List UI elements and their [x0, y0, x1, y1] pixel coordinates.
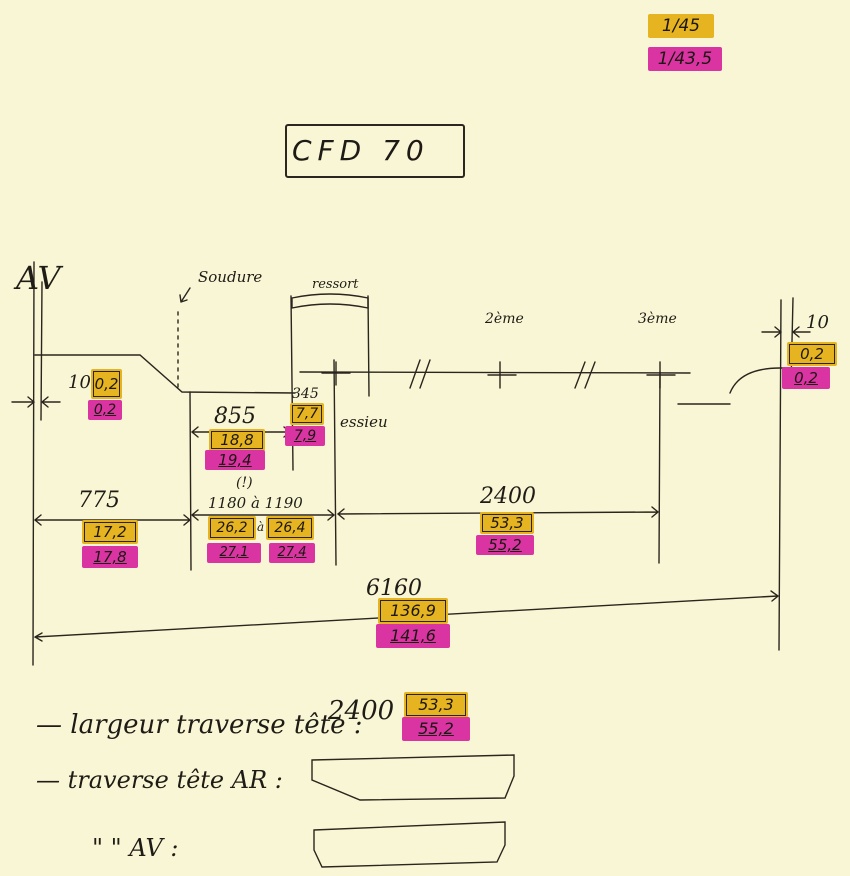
spring-shape	[291, 293, 369, 309]
overhang-magenta: 17,8	[82, 546, 138, 568]
buffer-left-mm: 10	[68, 372, 91, 393]
spring-mm: 345	[292, 386, 319, 402]
buffer-right-magenta: 0,2	[782, 367, 830, 389]
rear-beam-shape	[311, 754, 515, 801]
front-label: AV	[16, 259, 61, 297]
axle2-cross	[487, 361, 517, 389]
span-magenta-1: 27,1	[207, 543, 261, 563]
weld-label: Soudure	[198, 268, 263, 286]
note-rear-beam: — traverse tête AR :	[36, 766, 283, 794]
span-yellow-2: 26,4	[266, 516, 314, 540]
span-separator: à	[257, 520, 265, 534]
step-mm: 855	[214, 404, 256, 429]
total-yellow: 136,9	[378, 598, 448, 624]
break-mark-1	[409, 359, 431, 389]
wheelbase-yellow: 53,3	[480, 512, 534, 534]
right-end-line	[778, 299, 782, 651]
wheelbase-magenta: 55,2	[476, 535, 534, 555]
scale-magenta: 1/43,5	[648, 47, 722, 71]
span-magenta-2: 27,4	[269, 543, 315, 563]
step-magenta: 19,4	[205, 450, 265, 470]
overhang-mm: 775	[78, 488, 120, 513]
break-mark-2	[574, 361, 596, 389]
axle3-line	[658, 371, 661, 564]
wheelbase-mm: 2400	[480, 484, 536, 509]
note-head-width-yellow: 53,3	[404, 692, 468, 718]
scale-yellow: 1/45	[648, 14, 714, 38]
buffer-right-arrow	[761, 326, 811, 338]
buffer-right-mm: 10	[806, 312, 829, 333]
note-front-beam: " " AV :	[92, 834, 179, 862]
axle2-label: 2ème	[485, 311, 524, 327]
overhang-yellow: 17,2	[82, 520, 138, 544]
note-head-width-magenta: 55,2	[402, 717, 470, 741]
total-mm: 6160	[366, 576, 422, 601]
buffer-left-arrow	[11, 396, 61, 408]
axle-label: essieu	[340, 413, 388, 431]
chassis-top-line	[34, 354, 296, 394]
title-box	[285, 124, 465, 178]
step-yellow: 18,8	[209, 429, 265, 451]
spring-yellow: 7,7	[290, 403, 324, 425]
axle-cross	[321, 361, 351, 386]
note-head-width: — largeur traverse tête :	[36, 710, 363, 740]
span-mm: 1180 à 1190	[208, 494, 303, 512]
weld-arrow	[179, 287, 191, 303]
front-beam-shape	[313, 821, 506, 868]
step-left-line	[189, 391, 192, 571]
chassis-mid-line	[299, 371, 691, 374]
note-head-width-mm: 2400	[328, 696, 395, 726]
span-arrow	[190, 509, 336, 521]
spring-right-line	[367, 295, 370, 397]
span-note: (!)	[236, 475, 253, 491]
buffer-left-yellow: 0,2	[91, 369, 122, 399]
axle3-cross	[646, 361, 676, 389]
span-yellow-1: 26,2	[208, 516, 256, 540]
axle-line	[333, 359, 337, 566]
buffer-right-yellow: 0,2	[787, 342, 837, 366]
left-buffer-line	[40, 281, 43, 421]
total-magenta: 141,6	[376, 624, 450, 648]
spring-magenta: 7,9	[285, 426, 325, 446]
spring-label: ressort	[312, 277, 359, 292]
left-end-line	[32, 261, 35, 666]
axle3-label: 3ème	[638, 311, 677, 327]
page-title: CFD 70	[292, 134, 430, 167]
buffer-left-magenta: 0,2	[88, 400, 122, 420]
